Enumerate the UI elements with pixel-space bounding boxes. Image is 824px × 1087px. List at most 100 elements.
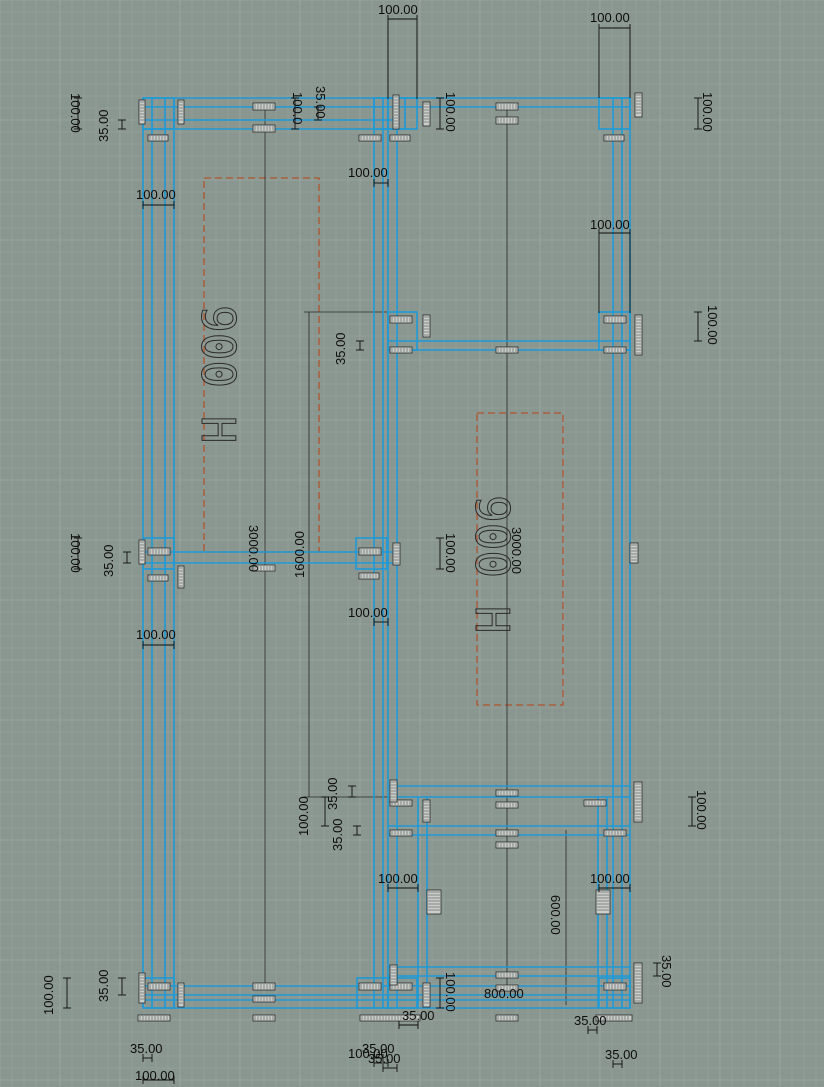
dimension: 100.00: [348, 1046, 389, 1067]
bracket-icon: [629, 542, 639, 564]
dimension-label: 100.00: [68, 93, 83, 133]
bracket-icon: [595, 1014, 633, 1022]
bracket-icon: [137, 1014, 171, 1022]
bracket-icon: [252, 995, 276, 1003]
dimension: 35.00: [96, 109, 126, 142]
dimension: 100.00: [68, 93, 83, 133]
dimension-label: 100.00: [700, 92, 715, 132]
dimension-label: 100.00: [41, 975, 56, 1015]
opening-left: [203, 177, 320, 553]
bracket-icon: [495, 984, 519, 992]
dimension-label: 35.00: [333, 332, 348, 365]
bracket-icon: [252, 564, 276, 572]
bracket-icon: [147, 982, 171, 991]
bracket-icon: [147, 547, 171, 556]
bracket-icon: [634, 314, 643, 356]
openings: [203, 177, 564, 706]
dimension-label: 35.00: [605, 1047, 638, 1062]
dimension-label: 100.00: [348, 1046, 388, 1061]
dimension: 100.00: [694, 305, 720, 345]
dimension-annotations: 100.00 100.00 100.00 100.00 100.00 100.00 100.…: [41, 2, 720, 1084]
dimension: 35.00: [362, 1041, 395, 1062]
dimension: 100.00: [378, 2, 418, 99]
bracket-icon: [392, 542, 401, 566]
dimension-label: 100.00: [296, 796, 311, 836]
span-right-label: 3000.00: [509, 527, 524, 574]
dimension: 35.00: [398, 1008, 435, 1029]
dimension: 100.00: [590, 217, 631, 313]
bracket-icon: [389, 346, 413, 354]
dimension-label: 35.00: [96, 109, 111, 142]
bracket-icon: [389, 779, 398, 803]
dimension-label: 100.00: [590, 10, 630, 25]
dimension: 35.00: [368, 1051, 401, 1072]
bracket-icon: [422, 799, 431, 823]
bracket-icon: [177, 982, 185, 1008]
bracket-icon: [392, 94, 400, 130]
span-mid-label: 1600.00: [292, 531, 307, 578]
bracket-icon: [389, 964, 398, 986]
dimension: 100.00: [136, 627, 176, 649]
dimension: 100.00: [378, 871, 419, 892]
bracket-icon: [633, 781, 643, 823]
bracket-icon: [389, 799, 413, 807]
bracket-icon: [422, 314, 431, 338]
bracket-icon: [495, 346, 519, 354]
dimension: 100.00: [436, 533, 458, 573]
bracket-icon: [358, 982, 382, 991]
dimension: 35.00: [574, 1013, 607, 1034]
bracket-icon: [252, 982, 276, 991]
dimension-label: 100.00: [68, 533, 83, 573]
dimension-label: 100.00: [443, 533, 458, 573]
bracket-icon: [426, 889, 442, 915]
dimension: 100.00: [348, 605, 389, 626]
dimension: 100.00: [296, 796, 329, 836]
dimension-label: 100.00: [590, 871, 630, 886]
span-lower-label: 600.00: [548, 895, 563, 935]
dimension: 100.00: [68, 533, 83, 573]
bracket-icon: [138, 99, 146, 125]
dimension-label: 35.00: [368, 1051, 401, 1066]
dimension-label: 35.00: [402, 1008, 435, 1023]
bracket-icon: [389, 134, 411, 142]
bracket-icon: [603, 134, 625, 142]
dimension-label: 100.00: [348, 605, 388, 620]
bracket-icon: [633, 962, 643, 1004]
dimension-label: 100.00: [136, 187, 176, 202]
dimension-label: 100.00: [443, 92, 458, 132]
dimension: 100.00: [590, 871, 631, 892]
dimension-label: 35.00: [325, 777, 340, 810]
bracket-icon: [147, 574, 169, 582]
dimension-label: 100.00: [694, 790, 709, 830]
bracket-icon: [603, 829, 627, 837]
bracket-icon: [177, 565, 185, 589]
dimension-label: 100.00: [136, 627, 176, 642]
bracket-icon: [252, 102, 276, 111]
bracket-icon: [252, 1014, 276, 1022]
bracket-icon: [422, 982, 431, 1008]
bracket-icon: [389, 315, 413, 324]
bracket-icon: [138, 539, 146, 565]
dimension: 100.00: [41, 975, 71, 1015]
bracket-icon: [177, 99, 185, 125]
dimension: 100.00: [694, 92, 715, 132]
bracket-icon: [389, 829, 413, 837]
dimension-label: 100.00: [378, 2, 418, 17]
dimension: 35.00: [313, 86, 328, 121]
dimension: 35.00: [130, 1041, 163, 1062]
dimension-label: 100.00: [378, 871, 418, 886]
dimension: 100.00: [436, 972, 458, 1012]
dimension: 100.00: [688, 790, 709, 830]
bracket-icon: [495, 102, 519, 111]
dimension-label: 100.00: [348, 165, 388, 180]
bracket-icon: [358, 547, 382, 556]
bracket-icon: [495, 1014, 519, 1022]
bracket-icon: [147, 134, 169, 142]
span-bottom-label: 800.00: [484, 986, 524, 1001]
bracket-icon: [495, 841, 519, 849]
dimension: 35.00: [330, 818, 361, 851]
bracket-icon: [495, 829, 519, 837]
bracket-icon: [359, 1014, 421, 1022]
